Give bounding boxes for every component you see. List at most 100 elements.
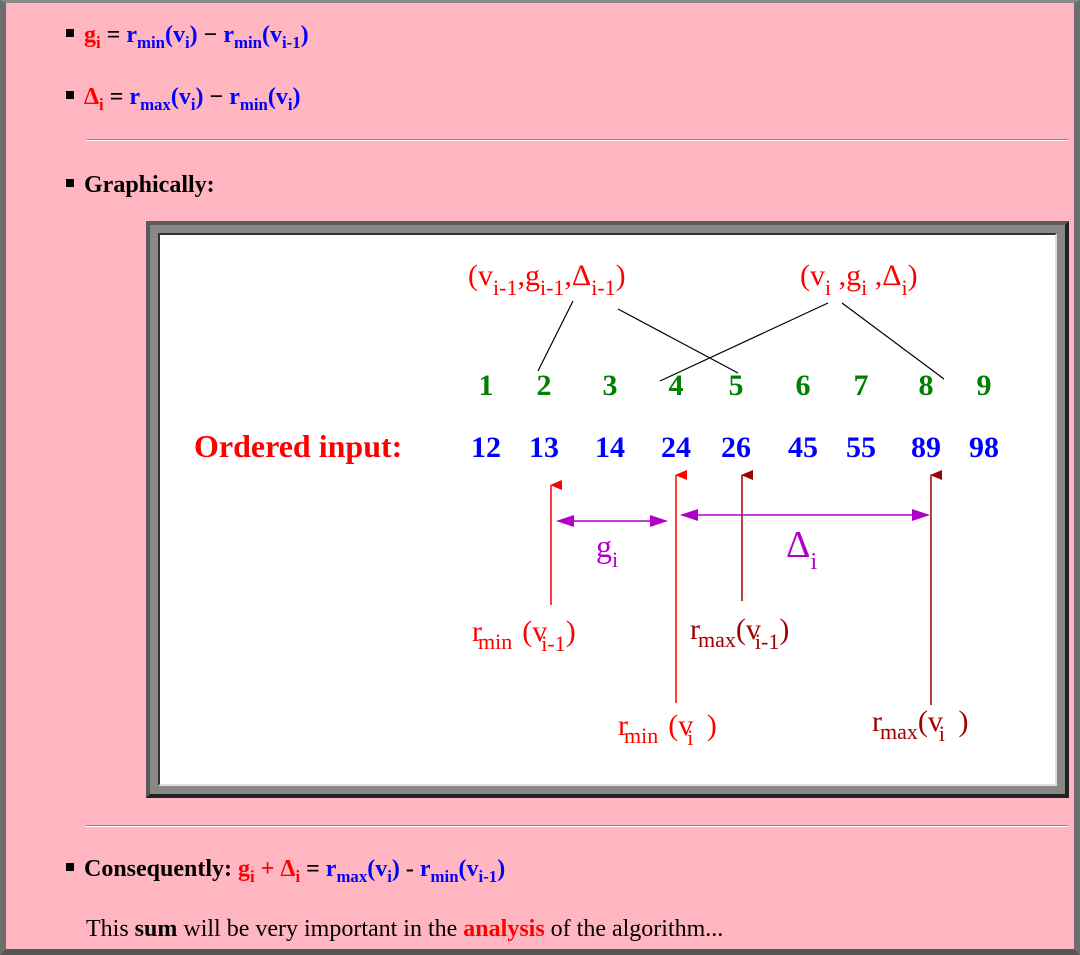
- page: gi = rmin(vi) − rmin(vi-1) Δi = rmax(vi)…: [6, 3, 1074, 949]
- paren-close: ): [189, 22, 198, 48]
- delta-symbol: Δ: [280, 856, 296, 882]
- equals: =: [100, 22, 127, 48]
- tuple-left-sub-v: i-1: [493, 275, 517, 300]
- r-symbol: r: [325, 856, 337, 882]
- tuple-left-delta: ,Δ: [564, 259, 591, 292]
- r-subscript: min: [234, 32, 262, 52]
- r-subscript: min: [239, 94, 268, 114]
- tuple-right-sub-g: i: [861, 275, 867, 300]
- r-subscript: min: [478, 629, 512, 654]
- g-arrowhead-right: [650, 515, 668, 527]
- input-value: 98: [969, 431, 999, 464]
- bullet-graphically: Graphically:: [66, 173, 215, 197]
- rank-label: 7: [854, 369, 869, 402]
- v-subscript: i: [287, 94, 293, 114]
- rmax-cur-label: rmax(vi ): [872, 705, 969, 746]
- input-value: 14: [595, 431, 625, 464]
- connector-line: [841, 302, 945, 380]
- rank-label: 5: [729, 369, 744, 402]
- analysis-word: analysis: [463, 916, 545, 942]
- delta-arrowhead-left: [680, 509, 698, 521]
- sentence-part: This: [86, 916, 135, 942]
- delta-subscript: i: [99, 94, 104, 114]
- paren-close: ): [779, 613, 789, 646]
- r-subscript: min: [137, 32, 165, 52]
- r-argument: (v: [262, 22, 282, 48]
- r-subscript: min: [430, 866, 459, 886]
- input-value: 55: [846, 431, 876, 464]
- sentence-part: will be very important in the: [177, 916, 464, 942]
- g-label-main: g: [596, 528, 612, 564]
- input-value: 45: [788, 431, 818, 464]
- r-argument: (v: [170, 84, 191, 110]
- rmin-cur-label: rmin(vi ): [618, 709, 717, 750]
- tuple-left: (vi-1,gi-1,Δi-1): [468, 259, 626, 300]
- r-symbol: r: [419, 856, 431, 882]
- delta-label: Δi: [786, 524, 817, 575]
- delta-symbol: Δ: [84, 84, 100, 110]
- r-argument: (v: [267, 84, 288, 110]
- v-subscript: i: [939, 721, 945, 746]
- bullet-marker: [66, 863, 74, 872]
- horizontal-rule: [86, 825, 1068, 827]
- importance-sentence: This sum will be very important in the a…: [86, 916, 723, 943]
- ordered-input-label: Ordered input:: [194, 428, 402, 464]
- delta-label-main: Δ: [786, 524, 810, 566]
- tuple-right-sub-v: i: [825, 275, 831, 300]
- r-subscript: max: [880, 719, 918, 744]
- r-symbol: r: [126, 22, 138, 48]
- paren-close: ): [566, 615, 576, 648]
- v-subscript: i-1: [755, 629, 779, 654]
- paren-close: ): [699, 709, 717, 742]
- bullet-marker: [66, 91, 74, 100]
- bullet-consequently: Consequently: gi + Δi = rmax(vi) - rmin(…: [66, 856, 506, 885]
- v-subscript: i: [185, 32, 190, 52]
- paren-close: ): [391, 856, 400, 882]
- r-argument: (v: [367, 856, 388, 882]
- input-value: 12: [471, 431, 501, 464]
- input-value: 13: [529, 431, 559, 464]
- r-subscript: max: [698, 627, 736, 652]
- rmin-prev-label: rmin(vi-1): [472, 615, 576, 656]
- sentence-part: of the algorithm...: [544, 916, 724, 942]
- paren-close: ): [195, 84, 204, 110]
- equals: =: [300, 856, 326, 882]
- rank-label: 6: [796, 369, 811, 402]
- paren-close: ): [951, 705, 969, 738]
- g-symbol: g: [238, 856, 251, 882]
- r-argument: (v: [918, 705, 943, 738]
- g-label: gi: [596, 528, 618, 572]
- paren-close: ): [300, 22, 309, 48]
- rank-label: 8: [919, 369, 934, 402]
- input-value: 89: [911, 431, 941, 464]
- r-argument: (v: [668, 709, 693, 742]
- paren-close: ): [497, 856, 506, 882]
- tuple-right-open: (v: [800, 259, 825, 292]
- tuple-right-g: ,g: [831, 259, 861, 292]
- v-subscript: i-1: [541, 631, 565, 656]
- input-value: 26: [721, 431, 751, 464]
- r-symbol: r: [129, 84, 141, 110]
- r-argument: (v: [736, 613, 761, 646]
- bullet-marker: [66, 179, 74, 188]
- minus: −: [197, 22, 224, 48]
- r-symbol: r: [223, 22, 235, 48]
- bullet-delta-definition: Δi = rmax(vi) − rmin(vi): [66, 84, 301, 113]
- v-subscript: i: [687, 725, 693, 750]
- tuple-right: (vi ,gi ,Δi): [800, 259, 918, 300]
- tuple-left-sub-g: i-1: [540, 275, 564, 300]
- consequently-label: Consequently:: [84, 856, 233, 882]
- tuple-right-delta: ,Δ: [867, 259, 901, 292]
- g-subscript: i: [96, 32, 101, 52]
- delta-label-sub: i: [810, 549, 817, 575]
- tuple-left-g: ,g: [517, 259, 540, 292]
- delta-subscript: i: [295, 866, 301, 886]
- r-argument: (v: [165, 22, 185, 48]
- r-subscript: min: [624, 723, 658, 748]
- r-symbol: r: [229, 84, 240, 110]
- tuple-left-open: (v: [468, 259, 493, 292]
